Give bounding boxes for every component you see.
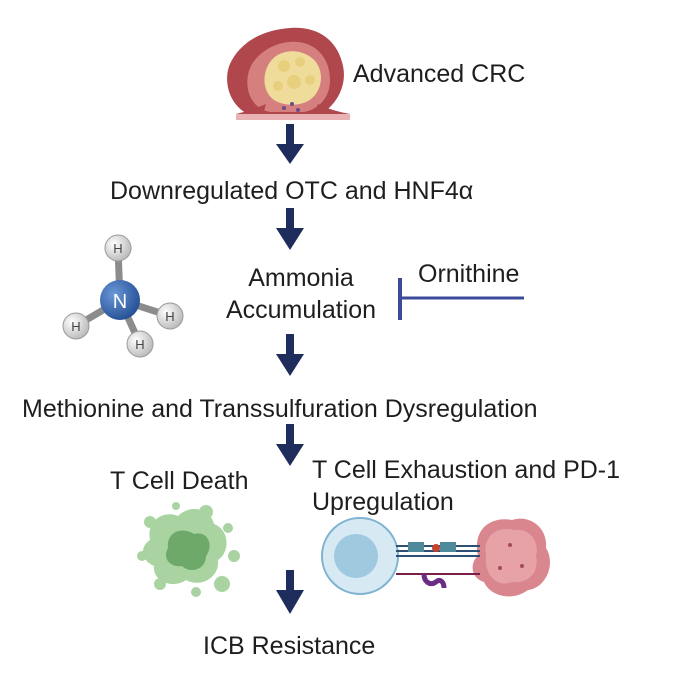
node-t-cell-death: T Cell Death [110, 467, 249, 495]
flow-arrow-2 [276, 208, 304, 250]
node-icb-resistance: ICB Resistance [203, 632, 376, 660]
inhibition-symbol [398, 278, 524, 320]
t-cell-interaction-icon [321, 517, 550, 597]
node-ammonia-line1: Ammonia [248, 264, 354, 292]
node-methionine-dysregulation: Methionine and Transsulfuration Dysregul… [22, 395, 538, 423]
flow-arrow-1 [276, 124, 304, 164]
flow-arrow-3 [276, 334, 304, 376]
hydrogen-atom-label: H [165, 309, 174, 324]
node-exhaustion-line1: T Cell Exhaustion and PD-1 [312, 456, 621, 484]
node-ammonia-accumulation: Ammonia Accumulation [206, 262, 396, 326]
hydrogen-atom-label: H [113, 241, 122, 256]
dying-t-cell-icon [137, 502, 240, 597]
node-exhaustion-line2: Upregulation [312, 488, 454, 516]
tumor-icon [227, 27, 350, 120]
flow-arrow-5 [276, 570, 304, 614]
node-t-cell-exhaustion: T Cell Exhaustion and PD-1 Upregulation [312, 454, 620, 518]
flow-arrow-4 [276, 424, 304, 466]
hydrogen-atom-label: H [71, 319, 80, 334]
node-ornithine: Ornithine [418, 260, 520, 288]
hydrogen-atom-label: H [135, 337, 144, 352]
node-downregulated-otc-hnf4a: Downregulated OTC and HNF4α [110, 177, 474, 205]
nitrogen-atom-label: N [113, 291, 127, 313]
node-advanced-crc: Advanced CRC [353, 60, 526, 88]
node-ammonia-line2: Accumulation [225, 296, 377, 324]
ammonia-molecule-icon: N H H H H [62, 234, 184, 358]
